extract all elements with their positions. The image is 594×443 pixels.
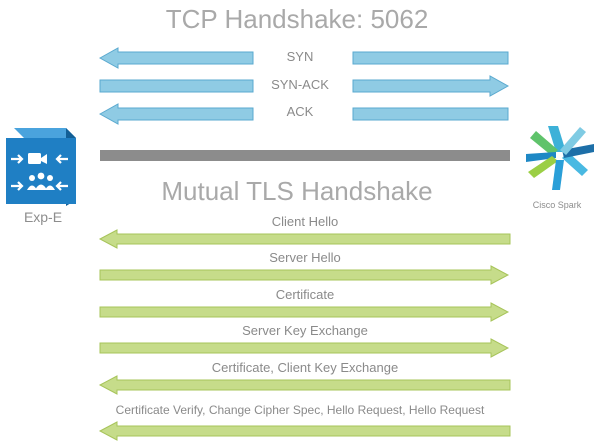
- tcp-message-label: SYN: [286, 49, 314, 64]
- tls-arrow-right: [99, 265, 510, 285]
- tls-message-label: Certificate Verify, Change Cipher Spec, …: [115, 403, 485, 417]
- tcp-handshake-title: TCP Handshake: 5062: [165, 4, 429, 34]
- tcp-message-label: SYN-ACK: [271, 77, 329, 92]
- tls-arrow-left: [98, 375, 511, 395]
- tls-message-label: Server Key Exchange: [242, 323, 368, 338]
- tls-message-label: Certificate: [275, 287, 335, 302]
- tls-message-label: Server Hello: [269, 250, 341, 265]
- exp-e-label: Exp-E: [23, 209, 63, 225]
- cisco-spark-label: Cisco Spark: [532, 200, 582, 210]
- tcp-arrows: [98, 47, 510, 125]
- tls-message-label: Certificate, Client Key Exchange: [211, 360, 399, 375]
- tls-arrow-left: [98, 421, 511, 441]
- tcp-message-label: ACK: [286, 104, 314, 119]
- connection-bar: [100, 150, 510, 161]
- tcp-arrow-right: [352, 75, 510, 97]
- tls-arrow-right: [99, 338, 510, 358]
- tcp-arrow-left: [98, 47, 254, 69]
- tcp-arrow-left: [98, 103, 254, 125]
- cisco-spark-icon: [526, 126, 594, 190]
- tcp-arrow-bar: [352, 51, 509, 65]
- tcp-arrow-bar: [99, 79, 254, 93]
- tls-arrow-left: [98, 229, 511, 249]
- tls-arrow-right: [99, 302, 510, 322]
- tls-message-label: Client Hello: [271, 214, 339, 229]
- tls-handshake-title: Mutual TLS Handshake: [161, 176, 433, 206]
- expressway-edge-icon: [6, 128, 76, 206]
- tls-arrows: [98, 229, 511, 441]
- tcp-arrow-bar: [352, 107, 509, 121]
